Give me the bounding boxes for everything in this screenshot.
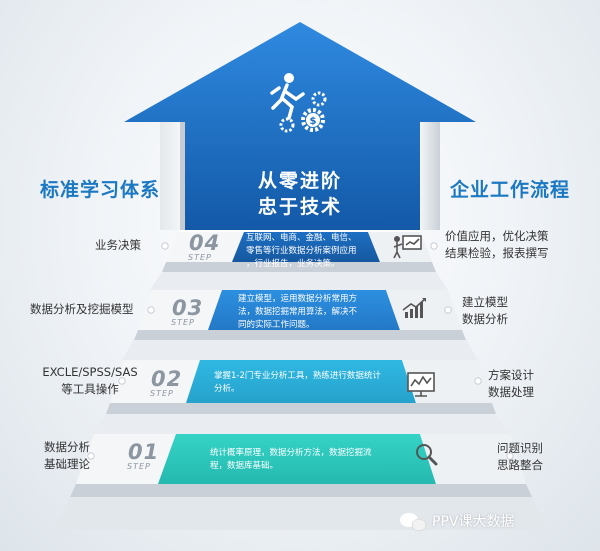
wechat-icon xyxy=(400,513,427,532)
step-04-right-label: 价值应用，优化决策 结果检验，报表撰写 xyxy=(445,228,549,262)
step-03-number: 03 xyxy=(172,296,204,320)
desc-line: 零售等行业数据分析案例应用 xyxy=(246,246,357,256)
step-04-description: 互联网、电商、金融、电信、 零售等行业数据分析案例应用 ，行业报告，业务决策。 xyxy=(246,232,357,271)
magnifier-icon xyxy=(416,444,438,466)
arrow-inner-shadow-left xyxy=(180,122,185,230)
right-line: 数据分析 xyxy=(462,312,508,326)
bullet-dots xyxy=(87,242,514,460)
slogan: 从零进阶 忠于技术 xyxy=(230,168,370,220)
step-04 xyxy=(162,230,436,272)
step-01-description: 统计概率原理，数据分析方法，数据挖掘流 程，数据库基础。 xyxy=(210,447,372,473)
step-03 xyxy=(134,272,466,340)
right-line: 结果检验，报表撰写 xyxy=(445,246,549,260)
dollar-symbol: $ xyxy=(310,116,317,127)
growth-chart-icon xyxy=(402,298,426,318)
presentation-icon xyxy=(393,235,422,259)
runner-gears-icon xyxy=(270,73,327,133)
step-02-word: STEP xyxy=(150,389,174,398)
left-line: 基础理论 xyxy=(44,457,90,471)
step-03-left-label: 数据分析及挖掘模型 xyxy=(30,302,134,316)
right-line: 价值应用，优化决策 xyxy=(445,229,549,243)
step-03-description: 建立模型，运用数据分析常用方 法，数据挖掘常用算法，解决不 同的实际工作问题。 xyxy=(238,293,357,332)
arrow-left-wall xyxy=(124,122,180,230)
slogan-line-2: 忠于技术 xyxy=(257,196,342,218)
step-01 xyxy=(54,414,548,530)
desc-line: 建立模型，运用数据分析常用方 xyxy=(238,294,358,304)
step-01-number: 01 xyxy=(128,440,160,464)
step-04-number: 04 xyxy=(189,231,221,255)
step-02 xyxy=(106,340,496,414)
left-line: 数据分析 xyxy=(44,440,90,454)
desc-line: 同的实际工作问题。 xyxy=(238,320,315,330)
step-01-left-label: 数据分析 基础理论 xyxy=(38,439,96,473)
slogan-line-1: 从零进阶 xyxy=(257,170,342,192)
desc-line: 程，数据库基础。 xyxy=(210,461,279,471)
desc-line: ，行业报告，业务决策。 xyxy=(246,259,340,269)
step-01-right-label: 问题识别 思路整合 xyxy=(497,440,543,474)
left-line: EXCLE/SPSS/SAS xyxy=(42,365,138,379)
step-03-right-label: 建立模型 数据分析 xyxy=(462,294,508,328)
right-heading: 企业工作流程 xyxy=(450,179,571,201)
left-line: 等工具操作 xyxy=(61,382,119,396)
watermark: PPV课大数据 xyxy=(432,514,515,530)
desc-line: 统计概率原理，数据分析方法，数据挖掘流 xyxy=(210,448,372,458)
step-04-left-label: 业务决策 xyxy=(95,238,141,252)
step-03-word: STEP xyxy=(171,318,195,327)
monitor-chart-icon xyxy=(407,372,435,397)
right-line: 数据处理 xyxy=(488,385,534,399)
desc-line: 掌握1-2门专业分析工具，熟练进行数据统计 xyxy=(214,371,381,381)
desc-line: 分析。 xyxy=(214,384,240,394)
left-heading: 标准学习体系 xyxy=(40,179,161,201)
step-01-word: STEP xyxy=(127,462,151,471)
step-02-description: 掌握1-2门专业分析工具，熟练进行数据统计 分析。 xyxy=(214,370,381,396)
right-line: 建立模型 xyxy=(462,295,508,309)
desc-line: 法，数据挖掘常用算法，解决不 xyxy=(238,307,358,317)
right-line: 思路整合 xyxy=(497,458,543,472)
up-arrow xyxy=(124,22,476,230)
arrow-right-wall xyxy=(420,122,440,230)
step-02-right-label: 方案设计 数据处理 xyxy=(488,367,534,401)
step-04-word: STEP xyxy=(188,253,212,262)
step-02-number: 02 xyxy=(151,367,183,391)
step-02-left-label: EXCLE/SPSS/SAS 等工具操作 xyxy=(35,364,145,398)
right-line: 问题识别 xyxy=(497,441,543,455)
right-line: 方案设计 xyxy=(488,368,534,382)
desc-line: 互联网、电商、金融、电信、 xyxy=(246,233,357,243)
